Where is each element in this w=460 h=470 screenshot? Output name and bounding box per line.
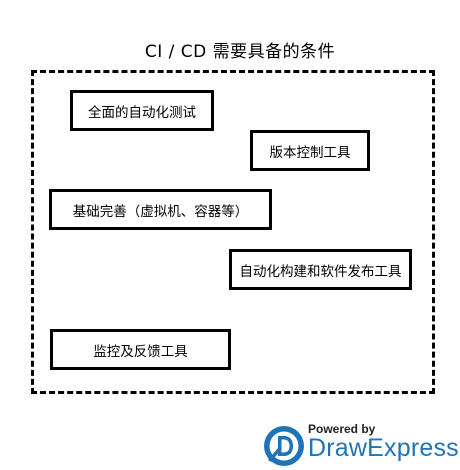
node-automated-testing: 全面的自动化测试 xyxy=(70,90,214,131)
drawexpress-logo-icon xyxy=(264,426,304,466)
node-build-release-tools: 自动化构建和软件发布工具 xyxy=(229,249,412,290)
node-monitoring-feedback: 监控及反馈工具 xyxy=(50,329,231,370)
drawexpress-branding: Powered by DrawExpress xyxy=(262,420,459,470)
node-infrastructure: 基础完善（虚拟机、容器等） xyxy=(49,189,272,230)
powered-by-label: Powered by xyxy=(308,422,376,436)
dashed-group-frame xyxy=(31,70,435,394)
diagram-title: CI / CD 需要具备的条件 xyxy=(144,42,336,62)
node-version-control: 版本控制工具 xyxy=(250,130,370,171)
brand-name: DrawExpress xyxy=(308,434,459,462)
